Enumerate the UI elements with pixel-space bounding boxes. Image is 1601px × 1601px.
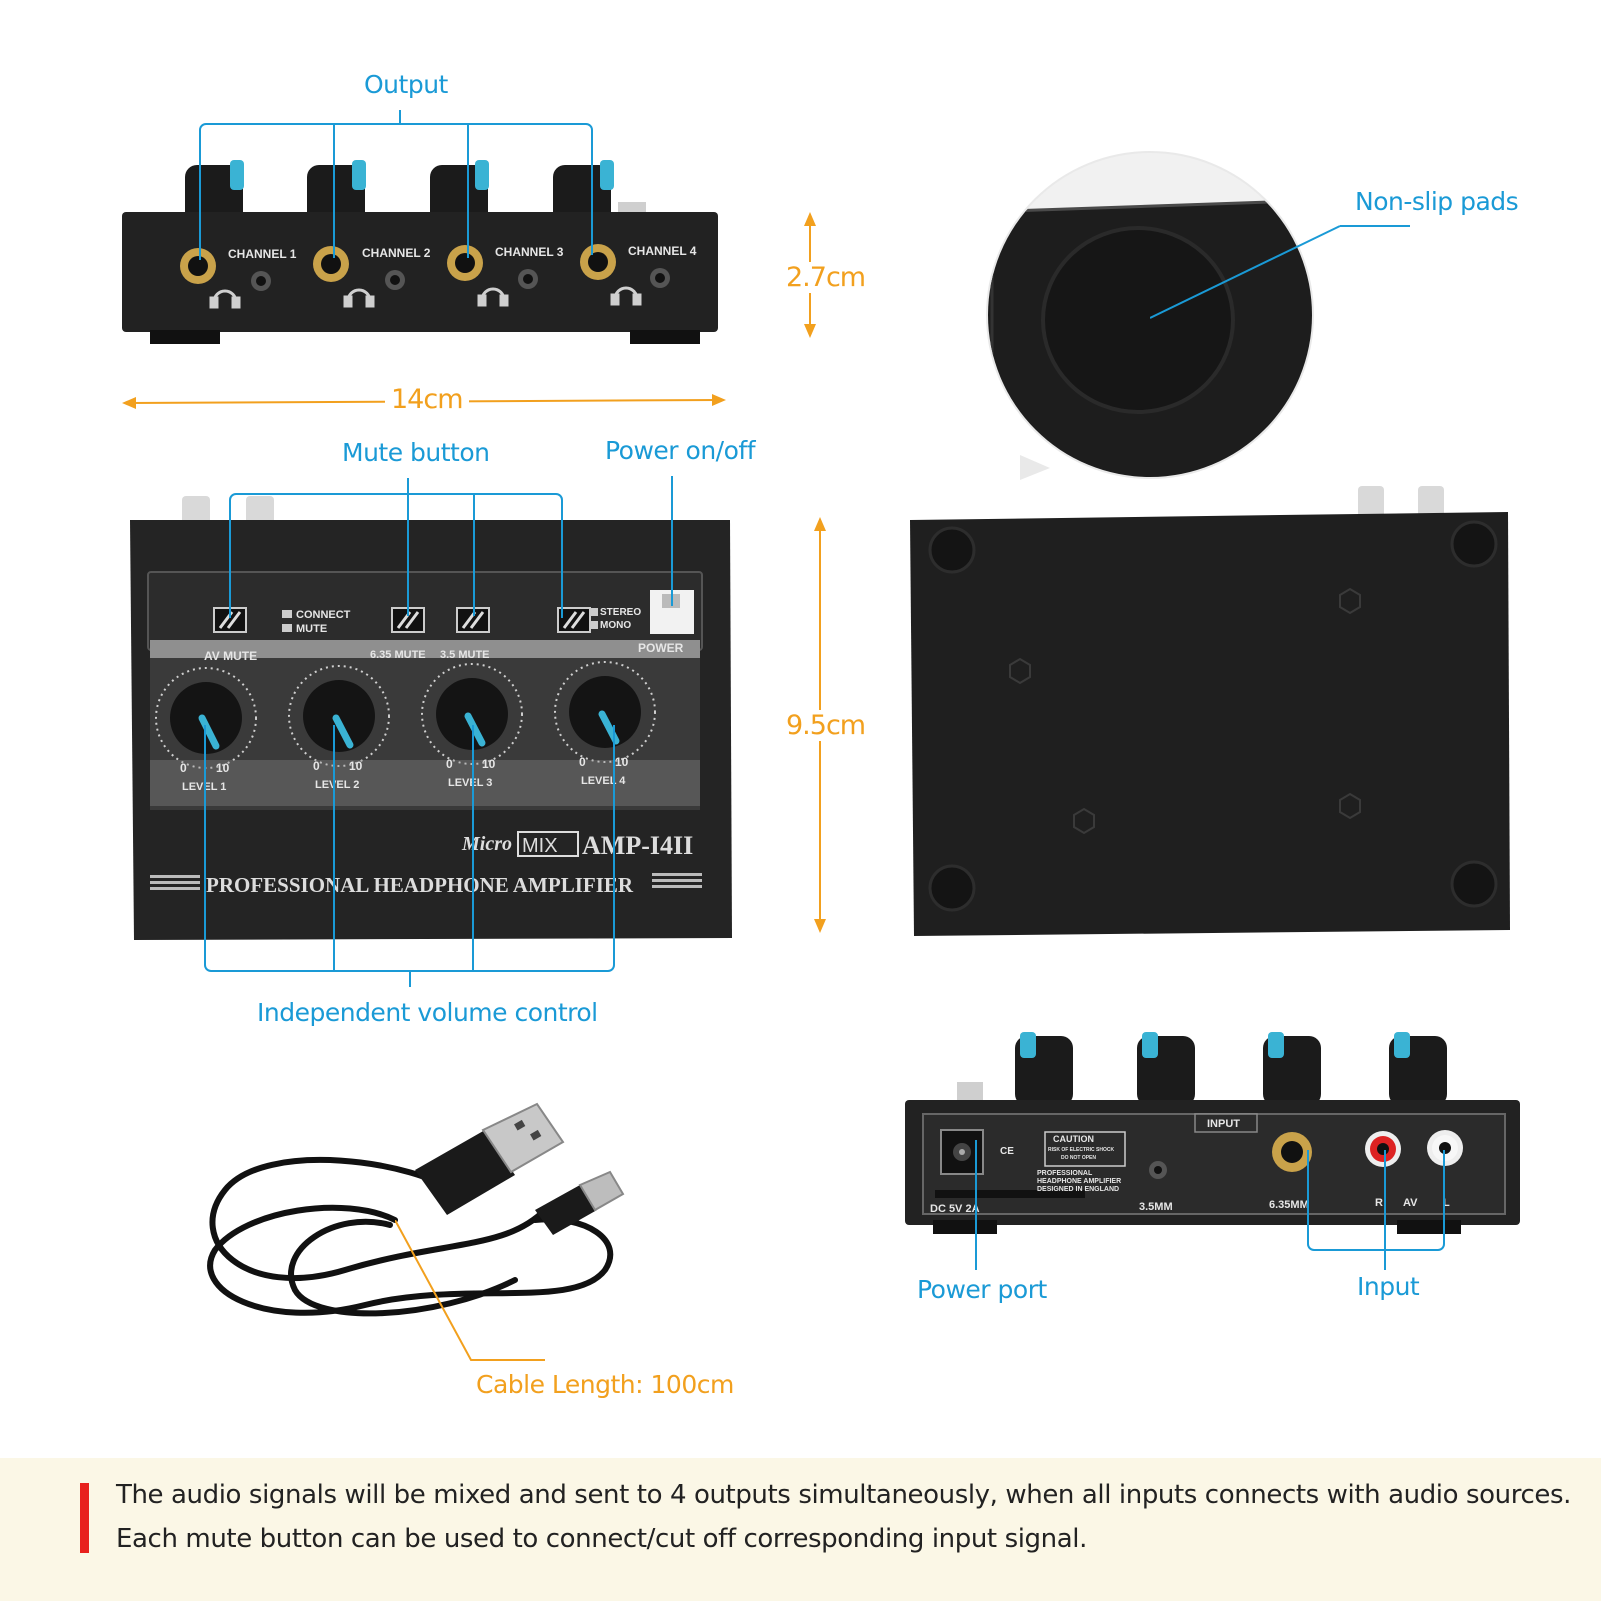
caution-sub1: RISK OF ELECTRIC SHOCK [1048,1147,1115,1153]
l-label: L [1443,1197,1450,1209]
volume-bracket [204,725,615,987]
power-port-leader [975,1140,977,1270]
mm635-label: 6.35MM [1269,1199,1309,1211]
mute-35-label: 3.5 MUTE [440,649,490,661]
r-label: R [1375,1197,1383,1209]
channel-1-label: CHANNEL 1 [228,247,297,261]
output-bracket [199,110,593,260]
non-slip-pad-leader [1150,225,1410,319]
channel-2-label: CHANNEL 2 [362,246,431,260]
channel-4-label: CHANNEL 4 [628,244,697,258]
product-name: PROFESSIONAL HEADPHONE AMPLIFIER [206,873,634,897]
mute-buttons [213,607,591,633]
av-label: AV [1403,1197,1418,1209]
scale-max-4: 10 [615,755,629,769]
scale-min-4: 0 [579,755,586,769]
level-3-label: LEVEL 3 [448,777,492,789]
output-callout: Output [364,70,448,99]
mm35-label: 3.5MM [1139,1201,1173,1213]
av-mute-label: AV MUTE [204,649,257,663]
scale-min-1: 0 [180,761,187,775]
usb-a-connector [415,1102,565,1215]
model-name: AMP-I4II [582,831,693,860]
desc-line-2: HEADPHONE AMPLIFIER [1037,1178,1121,1185]
channel-3-label: CHANNEL 3 [495,245,564,259]
footer-note: The audio signals will be mixed and sent… [0,1458,1601,1601]
footer-line-2: Each mute button can be used to connect/… [116,1524,1087,1554]
desc-line-1: PROFESSIONAL [1037,1170,1093,1177]
cable-leader [395,1220,545,1361]
stereo-label: STEREO [600,607,641,618]
scale-max-2: 10 [349,759,363,773]
bottom-view-device [910,486,1510,936]
ce-mark: CE [1000,1146,1014,1157]
input-bracket [1307,1150,1445,1270]
width-dimension: 14cm [385,384,469,415]
input-label: INPUT [1207,1118,1240,1130]
mono-label: MONO [600,620,631,631]
mute-button-callout: Mute button [342,438,490,467]
rubber-feet [928,520,1498,912]
mute-button-bracket [229,478,563,618]
dc-barrel-connector [535,1170,625,1235]
cable-length-callout: Cable Length: 100cm [476,1370,734,1399]
scale-max-3: 10 [482,757,496,771]
power-on-off-callout: Power on/off [605,436,756,465]
non-slip-pads-callout: Non-slip pads [1355,187,1519,216]
brand-mix: MIX [522,835,558,857]
height-dimension: 2.7cm [780,262,872,293]
mute-635-label: 6.35 MUTE [370,649,426,661]
dc-label: DC 5V 2A [930,1203,980,1215]
mute-leader [407,478,409,616]
footer-line-1: The audio signals will be mixed and sent… [116,1480,1571,1510]
power-port-callout: Power port [917,1275,1047,1304]
power-leader [671,476,673,606]
power-label: POWER [638,641,684,655]
footer-marker [80,1483,89,1553]
usb-cable [207,1102,625,1317]
headphone-icon [209,286,642,309]
mute-label: MUTE [296,623,327,635]
caution-sub2: DO NOT OPEN [1061,1155,1096,1161]
input-callout: Input [1357,1272,1420,1301]
connect-label: CONNECT [296,609,351,621]
caution-label: CAUTION [1053,1134,1094,1144]
rear-view-device: CAUTION RISK OF ELECTRIC SHOCK DO NOT OP… [905,1032,1520,1234]
headphone-jacks [180,244,670,291]
scale-max-1: 10 [216,761,230,775]
desc-line-3: DESIGNED IN ENGLAND [1037,1186,1119,1193]
front-view-device: CHANNEL 1 CHANNEL 2 CHANNEL 3 CHANNEL 4 [122,160,718,344]
depth-dimension: 9.5cm [780,710,872,741]
non-slip-pad-zoom [986,151,1314,480]
scale-min-3: 0 [446,757,453,771]
independent-volume-callout: Independent volume control [257,998,598,1027]
scale-min-2: 0 [313,759,320,773]
volume-knobs [155,661,656,769]
top-view-device: CONNECT MUTE STEREO MONO AV MUTE 6.35 MU… [130,496,732,940]
level-2-label: LEVEL 2 [315,779,359,791]
